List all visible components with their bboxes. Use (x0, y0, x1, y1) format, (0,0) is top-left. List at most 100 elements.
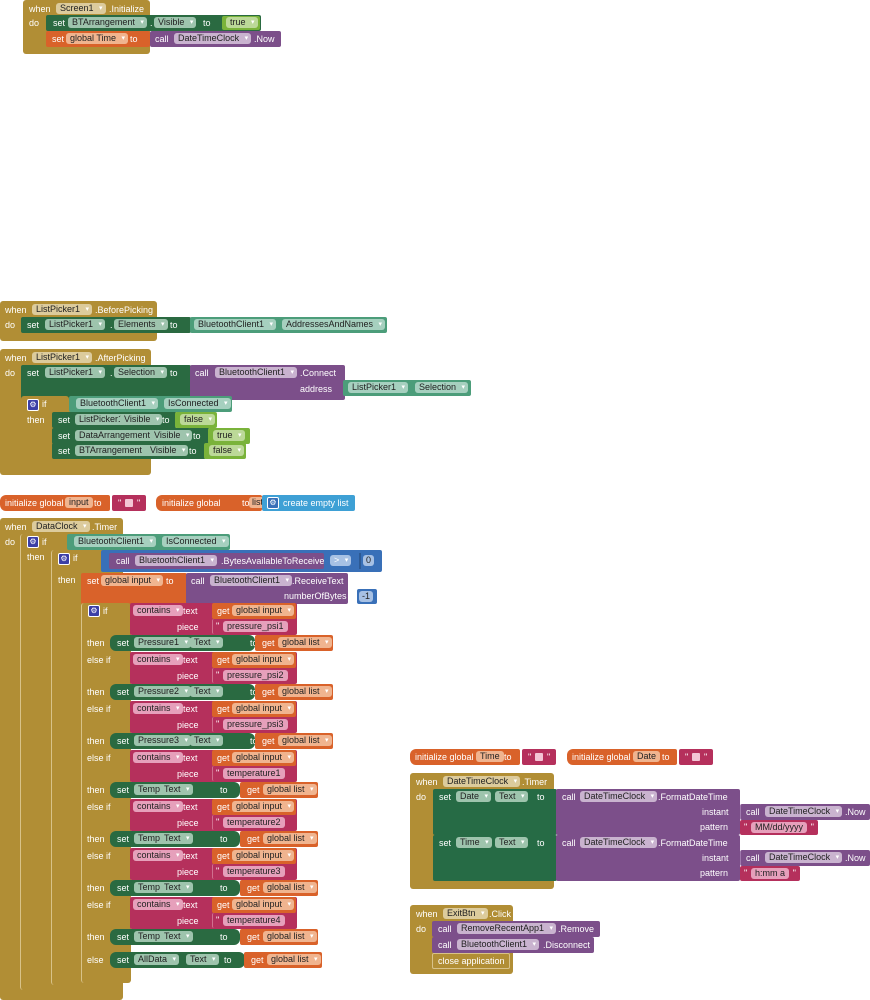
piece-string-field[interactable]: pressure_psi3 (223, 719, 288, 730)
property-dropdown[interactable]: Text (190, 735, 223, 746)
listpicker-selection-getter-block[interactable]: ListPicker1 Selection (343, 380, 471, 396)
get-global-input-block[interactable]: get global input (212, 897, 296, 913)
variable-dropdown[interactable]: global list (263, 784, 317, 795)
init-global-time-block[interactable]: initialize global Time to (410, 749, 520, 765)
call-datetimeclock-now-block[interactable]: call DateTimeClock .Now (740, 850, 870, 866)
component-dropdown[interactable]: BluetoothClient1 (210, 575, 293, 586)
component-dropdown[interactable]: BluetoothClient1 (74, 536, 157, 547)
property-dropdown[interactable]: Elements (114, 319, 168, 330)
set-visible-block[interactable]: set ListPicker1 Visible to (52, 412, 177, 428)
get-global-list-block[interactable]: get global list (240, 929, 318, 945)
component-dropdown[interactable]: DateTimeClock (580, 837, 658, 848)
component-dropdown[interactable]: Pressure2 (134, 686, 192, 697)
set-visible-block[interactable]: set BTArrangement Visible to (52, 443, 206, 459)
set-listpicker-elements-block[interactable]: set ListPicker1 . Elements to (21, 317, 191, 333)
gear-icon[interactable]: ⚙ (267, 497, 279, 509)
string-value-field[interactable] (535, 753, 543, 761)
variable-dropdown[interactable]: global list (278, 637, 332, 648)
get-global-list-block[interactable]: get global list (240, 782, 318, 798)
variable-dropdown[interactable]: global input (232, 703, 295, 714)
number-block[interactable]: -1 (357, 589, 377, 604)
variable-dropdown[interactable]: global list (267, 954, 321, 965)
set-listpicker-selection-block[interactable]: set ListPicker1 . Selection to (21, 365, 191, 400)
set-text-block[interactable]: set Temp4 Text to (110, 929, 240, 945)
string-literal-block[interactable]: " temperature2 (212, 815, 296, 830)
call-formatdatetime-block[interactable]: call DateTimeClock .FormatDateTime insta… (556, 835, 740, 881)
create-empty-list-block[interactable]: ⚙ create empty list (262, 495, 355, 511)
component-dropdown[interactable]: ListPicker1 (348, 382, 409, 393)
property-dropdown[interactable]: Text (160, 882, 193, 893)
component-dropdown[interactable]: DataClock (32, 521, 90, 532)
set-global-time-block[interactable]: set global Time to (46, 31, 150, 47)
component-dropdown[interactable]: DateTimeClock (174, 33, 252, 44)
string-value-field[interactable] (692, 753, 700, 761)
boolean-dropdown[interactable]: false (180, 414, 216, 425)
call-bytes-available-block[interactable]: call BluetoothClient1 .BytesAvailableToR… (109, 553, 324, 569)
set-btarrangement-visible-block[interactable]: set BTArrangement . Visible to true (46, 15, 261, 31)
component-dropdown[interactable]: DataArrangement (75, 430, 163, 441)
variable-dropdown[interactable]: global input (101, 575, 164, 586)
contains-dropdown[interactable]: contains (133, 899, 183, 910)
component-dropdown[interactable]: BTArrangement (68, 17, 147, 28)
set-text-block[interactable]: set Pressure2 Text to (110, 684, 258, 700)
string-literal-block[interactable]: " pressure_psi3 (212, 717, 296, 732)
component-dropdown[interactable]: ListPicker1 (45, 319, 106, 330)
bluetooth-isconnected-getter-block[interactable]: BluetoothClient1 IsConnected (67, 534, 230, 550)
component-dropdown[interactable]: ListPicker1 (45, 367, 106, 378)
pattern-string-field[interactable]: h:mm a (751, 868, 790, 879)
set-text-block[interactable]: set Time Text to (433, 835, 557, 881)
variable-dropdown[interactable]: global list (278, 686, 332, 697)
bluetooth-isconnected-getter-block[interactable]: BluetoothClient1 IsConnected (69, 396, 232, 412)
get-global-input-block[interactable]: get global input (212, 848, 296, 864)
boolean-block[interactable]: true (222, 16, 260, 30)
boolean-block[interactable]: false (175, 412, 217, 428)
get-global-list-block[interactable]: get global list (240, 831, 318, 847)
property-dropdown[interactable]: Text (495, 791, 528, 802)
piece-string-field[interactable]: temperature1 (223, 768, 285, 779)
close-application-block[interactable]: close application (432, 953, 510, 969)
component-dropdown[interactable]: BluetoothClient1 (194, 319, 277, 330)
piece-string-field[interactable]: pressure_psi2 (223, 670, 288, 681)
set-alldata-text-block[interactable]: set AllData Text to (110, 952, 245, 968)
property-dropdown[interactable]: Text (190, 637, 223, 648)
component-dropdown[interactable]: RemoveRecentApp1 (457, 923, 557, 934)
piece-string-field[interactable]: temperature3 (223, 866, 285, 877)
component-dropdown[interactable]: BluetoothClient1 (457, 939, 540, 950)
component-dropdown[interactable]: Screen1 (56, 3, 106, 14)
property-dropdown[interactable]: Text (190, 686, 223, 697)
boolean-dropdown[interactable]: false (209, 445, 245, 456)
component-dropdown[interactable]: BTArrangement (75, 445, 154, 456)
number-field[interactable]: -1 (359, 591, 374, 602)
string-literal-block[interactable]: " temperature3 (212, 864, 296, 879)
boolean-block[interactable]: true (208, 428, 250, 444)
get-global-list-block[interactable]: get global list (255, 733, 333, 749)
init-global-input-block[interactable]: initialize global input to (0, 495, 110, 511)
set-visible-block[interactable]: set DataArrangement Visible to (52, 428, 210, 444)
variable-name-field[interactable]: input (65, 497, 93, 508)
piece-string-field[interactable]: pressure_psi1 (223, 621, 288, 632)
compare-greater-block[interactable]: call BluetoothClient1 .BytesAvailableToR… (101, 550, 382, 572)
get-global-list-block[interactable]: get global list (255, 684, 333, 700)
component-dropdown[interactable]: DateTimeClock (443, 776, 521, 787)
variable-dropdown[interactable]: global list (278, 735, 332, 746)
contains-dropdown[interactable]: contains (133, 850, 183, 861)
get-global-input-block[interactable]: get global input (212, 603, 296, 619)
component-dropdown[interactable]: ExitBtn (443, 908, 488, 919)
gear-icon[interactable]: ⚙ (27, 536, 39, 548)
string-literal-block[interactable]: " pressure_psi1 (212, 619, 296, 634)
gear-icon[interactable]: ⚙ (58, 553, 70, 565)
string-literal-block[interactable]: " temperature1 (212, 766, 296, 781)
variable-dropdown[interactable]: global input (232, 654, 295, 665)
get-global-input-block[interactable]: get global input (212, 701, 296, 717)
boolean-dropdown[interactable]: true (213, 430, 245, 441)
get-global-list-block[interactable]: get global list (244, 952, 322, 968)
set-text-block[interactable]: set Pressure3 Text to (110, 733, 258, 749)
property-dropdown[interactable]: Selection (114, 367, 168, 378)
component-dropdown[interactable]: Date (456, 791, 492, 802)
component-dropdown[interactable]: BluetoothClient1 (135, 555, 218, 566)
variable-dropdown[interactable]: global list (263, 833, 317, 844)
string-literal-block[interactable]: " temperature4 (212, 913, 296, 928)
number-block[interactable]: 0 (359, 553, 375, 569)
pattern-string-field[interactable]: MM/dd/yyyy (751, 822, 808, 833)
variable-dropdown[interactable]: global Time (66, 33, 129, 44)
